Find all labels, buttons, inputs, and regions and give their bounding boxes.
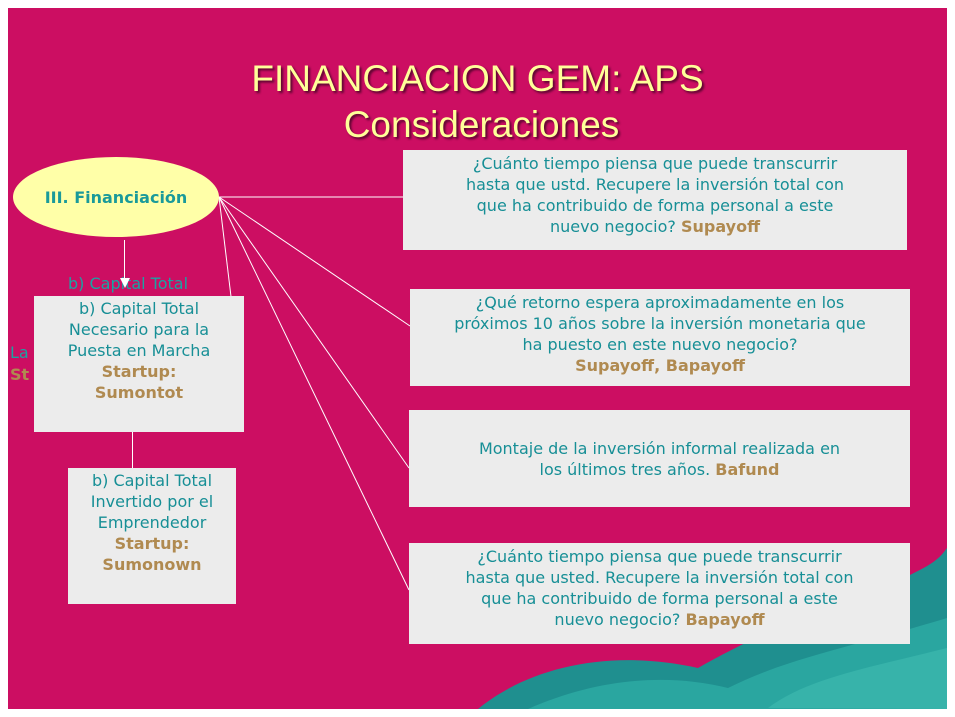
box-line: ¿Cuánto tiempo piensa que puede transcur… (472, 154, 838, 173)
box-line-text: nuevo negocio? (554, 610, 681, 629)
box-line: Necesario para la (68, 320, 210, 339)
box-line: los últimos tres años. Bafund (479, 459, 840, 480)
box-line: hasta que ustd. Recupere la inversión to… (465, 175, 845, 194)
box-line: Puesta en Marcha (67, 341, 211, 360)
teal-decoration (478, 548, 947, 709)
box-line: b) Capital Total (78, 299, 200, 318)
ghost-text: La (10, 343, 29, 362)
question-box-4: ¿Cuánto tiempo piensa que puede transcur… (409, 543, 910, 644)
box-line: nuevo negocio? Supayoff (403, 216, 907, 237)
link-line-2 (218, 196, 411, 327)
box-line: nuevo negocio? Bapayoff (409, 609, 910, 630)
box-line: Emprendedor (97, 513, 207, 532)
slide: FINANCIACION GEM: APS Consideraciones b)… (8, 8, 947, 709)
link-line-3 (218, 196, 410, 469)
box-line: Invertido por el (90, 492, 214, 511)
left-box-2: b) Capital Total Invertido por el Empren… (68, 468, 236, 604)
box-line: b) Capital Total (91, 471, 213, 490)
main-node-ellipse: III. Financiación (13, 157, 219, 237)
box-line: hasta que usted. Recupere la inversión t… (465, 568, 854, 587)
variable-code: Bafund (715, 459, 780, 479)
question-box-3: Montaje de la inversión informal realiza… (409, 410, 910, 507)
box-line: ¿Cuánto tiempo piensa que puede transcur… (477, 547, 842, 566)
variable-code: Startup: (101, 362, 177, 381)
box-line: ha puesto en este nuevo negocio? (522, 335, 798, 354)
variable-code: Supayoff, Bapayoff (575, 356, 745, 375)
variable-code: Startup: (114, 534, 190, 553)
link-line-4 (218, 196, 410, 591)
box-line: Montaje de la inversión informal realiza… (478, 438, 841, 458)
variable-code: Bapayoff (685, 610, 765, 629)
question-box-1: ¿Cuánto tiempo piensa que puede transcur… (403, 150, 907, 250)
box-line-text: nuevo negocio? (549, 217, 676, 236)
left-box-1: b) Capital Total Necesario para la Puest… (34, 296, 244, 432)
box-line: próximos 10 años sobre la inversión mone… (454, 314, 866, 333)
main-node-label: III. Financiación (44, 187, 188, 207)
variable-code: Supayoff (680, 217, 761, 236)
arrow-head-icon (120, 278, 130, 288)
slide-subtitle: Consideraciones (343, 104, 620, 145)
down-arrow (124, 240, 125, 280)
box-line: ¿Qué retorno espera aproximadamente en l… (475, 293, 845, 312)
box-line: que ha contribuido de forma personal a e… (476, 196, 834, 215)
variable-code: Sumontot (94, 383, 184, 402)
connector-line (132, 432, 133, 468)
question-box-2: ¿Qué retorno espera aproximadamente en l… (410, 289, 910, 386)
box-line: que ha contribuido de forma personal a e… (481, 589, 838, 608)
variable-code: Sumonown (102, 555, 202, 574)
ghost-text: St (10, 365, 30, 384)
slide-title: FINANCIACION GEM: APS (251, 58, 704, 99)
box-line-text: los últimos tres años. (539, 459, 711, 479)
connector-lines (218, 196, 411, 591)
